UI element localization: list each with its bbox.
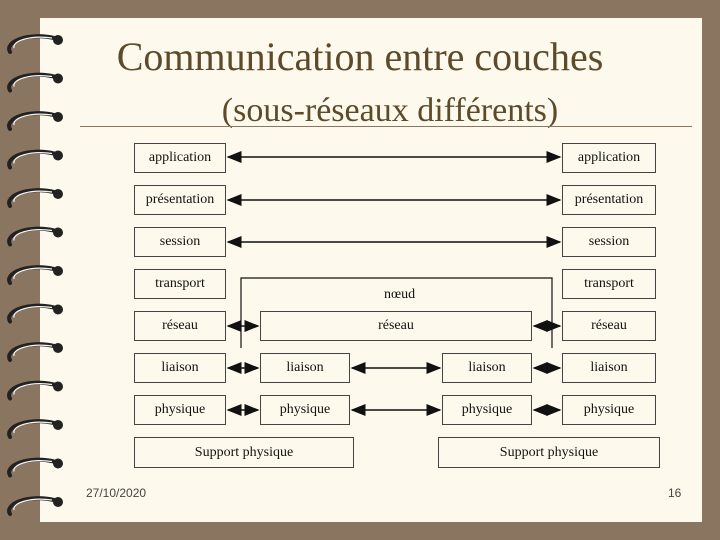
spiral-hole [53, 189, 63, 199]
spiral-ring [7, 72, 56, 93]
support-physique-right: Support physique [438, 437, 660, 468]
slide-page-number: 16 [668, 486, 682, 500]
right-layer-session: session [562, 227, 656, 257]
spiral-ring [7, 457, 56, 478]
left-layer-liaison: liaison [134, 353, 226, 383]
spiral-hole [53, 458, 63, 469]
support-physique-left: Support physique [134, 437, 354, 468]
node-layer-reseau: réseau [260, 311, 532, 341]
spiral-binding [7, 34, 63, 516]
spiral-ring [7, 111, 56, 131]
spiral-ring [7, 34, 56, 54]
slide-subtitle: (sous-réseaux différents) [221, 92, 559, 129]
spiral-ring-highlight [13, 498, 53, 511]
left-layer-physique: physique [134, 395, 226, 425]
spiral-ring [7, 380, 56, 401]
slide-date: 27/10/2020 [86, 486, 147, 500]
right-layer-transport: transport [562, 269, 656, 299]
spiral-hole [53, 420, 63, 430]
title-divider [80, 126, 692, 127]
right-layer-liaison: liaison [562, 353, 656, 383]
spiral-hole [53, 73, 63, 84]
left-layer-application: application [134, 143, 226, 173]
spiral-ring-highlight [13, 421, 53, 434]
spiral-ring [7, 496, 56, 516]
right-layer-physique: physique [562, 395, 656, 425]
node-layer-physique-right: physique [442, 395, 532, 425]
right-layer-application: application [562, 143, 656, 173]
spiral-ring-highlight [13, 36, 53, 49]
spiral-hole [53, 35, 63, 45]
spiral-hole [53, 150, 63, 161]
spiral-ring-highlight [13, 152, 53, 164]
spiral-hole [53, 227, 63, 238]
node-layer-liaison-left: liaison [260, 353, 350, 383]
spiral-ring-highlight [13, 113, 53, 126]
spiral-ring [7, 342, 56, 362]
spiral-ring-highlight [13, 75, 53, 87]
spiral-ring [7, 188, 56, 208]
spiral-ring-highlight [13, 267, 53, 280]
spiral-ring-highlight [13, 190, 53, 203]
spiral-ring-highlight [13, 460, 53, 472]
spiral-ring [7, 303, 56, 324]
right-layer-reseau: réseau [562, 311, 656, 341]
node-layer-liaison-right: liaison [442, 353, 532, 383]
spiral-hole [53, 266, 63, 276]
node-label: nœud [384, 287, 416, 302]
spiral-hole [53, 304, 63, 315]
spiral-hole [53, 497, 63, 507]
spiral-ring-highlight [13, 306, 53, 318]
node-layer-physique-left: physique [260, 395, 350, 425]
spiral-ring [7, 149, 56, 170]
left-layer-reseau: réseau [134, 311, 226, 341]
spiral-hole [53, 381, 63, 392]
spiral-ring [7, 265, 56, 285]
right-layer-presentation: présentation [562, 185, 656, 215]
left-layer-transport: transport [134, 269, 226, 299]
spiral-hole [53, 112, 63, 122]
spiral-ring [7, 226, 56, 247]
spiral-ring-highlight [13, 229, 53, 241]
left-layer-session: session [134, 227, 226, 257]
spiral-ring-highlight [13, 344, 53, 357]
slide-title: Communication entre couches [116, 34, 604, 79]
spiral-hole [53, 343, 63, 353]
left-layer-presentation: présentation [134, 185, 226, 215]
spiral-ring [7, 419, 56, 439]
spiral-ring-highlight [13, 383, 53, 395]
